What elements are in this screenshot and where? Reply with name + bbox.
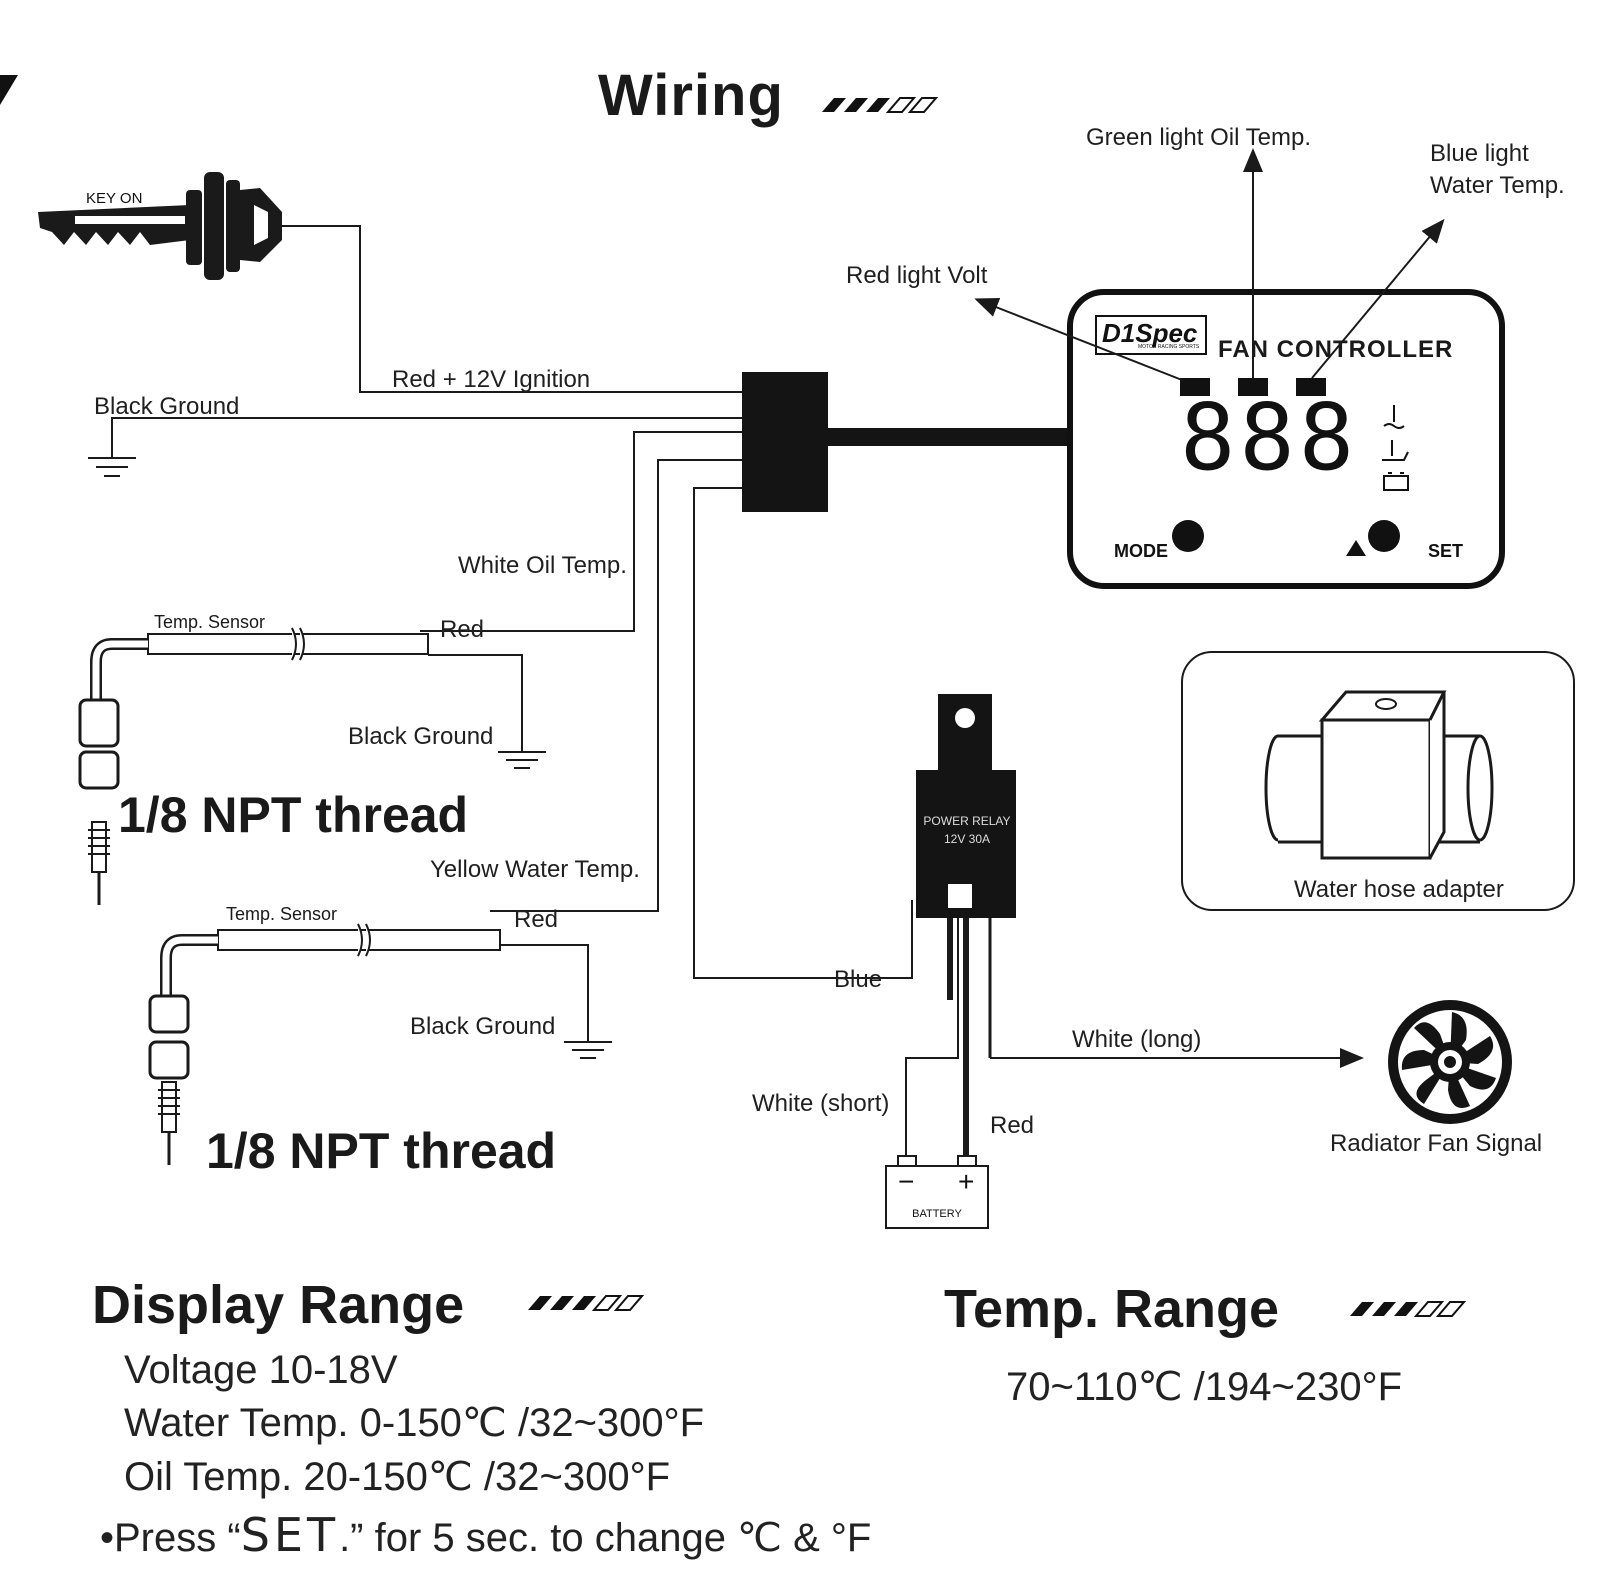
main-wires [88, 225, 913, 979]
battery-minus: − [898, 1166, 915, 1197]
battery-label: BATTERY [912, 1208, 962, 1220]
power-relay [916, 694, 1016, 918]
display-range-heading: Display Range [92, 1275, 465, 1335]
sensor1-label: Temp. Sensor [154, 612, 266, 632]
red-wire-label: Red [990, 1112, 1035, 1139]
relay-wires [905, 918, 1364, 1160]
up-triangle-icon [1346, 540, 1366, 556]
set-button[interactable] [1368, 520, 1400, 552]
sensor2-red-label: Red [514, 906, 559, 933]
display-range-stripes [528, 1295, 645, 1311]
page-title: Wiring [598, 63, 784, 128]
indicator-arrows [974, 148, 1445, 381]
red-light-volt-label: Red light Volt [846, 262, 988, 289]
radiator-fan-icon [1388, 1000, 1512, 1124]
oil-temp-wire-label: White Oil Temp. [458, 552, 627, 579]
water-temp-icon [1383, 405, 1405, 429]
white-short-wire-label: White (short) [752, 1090, 890, 1117]
fan-controller [1067, 289, 1505, 589]
water-temp-wire-label: Yellow Water Temp. [430, 856, 640, 883]
sensor2-ground-label: Black Ground [410, 1013, 556, 1040]
blue-light-label-1: Blue light [1430, 140, 1529, 167]
temp-range-heading: Temp. Range [944, 1279, 1280, 1339]
brand-tagline: MOTOR RACING SPORTS [1138, 344, 1200, 350]
battery-icon [885, 1155, 989, 1229]
sensor1-ground-wire [428, 654, 546, 769]
corner-fragment [0, 75, 18, 105]
seven-segment-display: 888 [1180, 384, 1359, 491]
temp-sensor-1 [78, 627, 429, 905]
display-range-oil: Oil Temp. 20-150℃ /32~300°F [124, 1455, 671, 1499]
set-label: SET [1428, 541, 1464, 561]
mode-label: MODE [1114, 541, 1168, 561]
temp-range-stripes [1350, 1301, 1467, 1317]
mode-button[interactable] [1172, 520, 1204, 552]
sensor2-thread-label: 1/8 NPT thread [206, 1123, 557, 1179]
sensor2-ground-wire [500, 944, 612, 1059]
harness-connector [742, 372, 828, 512]
brand-logo: D1Spec [1102, 318, 1198, 348]
sensor1-thread-label: 1/8 NPT thread [118, 787, 469, 843]
key-on-label: KEY ON [84, 190, 145, 207]
ground-wire-label: Black Ground [94, 393, 240, 420]
sensor2-label: Temp. Sensor [226, 904, 338, 924]
white-long-wire-label: White (long) [1072, 1026, 1202, 1053]
temp-sensor-2 [148, 923, 501, 1165]
relay-label-1: POWER RELAY [923, 814, 1011, 828]
controller-name: FAN CONTROLLER [1218, 336, 1454, 363]
battery-plus: + [958, 1166, 975, 1197]
radiator-fan-label: Radiator Fan Signal [1330, 1130, 1543, 1157]
sensor1-red-label: Red [440, 616, 485, 643]
battery-small-icon [1383, 472, 1409, 491]
relay-label-2: 12V 30A [943, 832, 991, 846]
temp-range-value: 70~110℃ /194~230°F [1006, 1365, 1403, 1409]
water-hose-adapter [1181, 651, 1575, 911]
blue-light-label-2: Water Temp. [1430, 172, 1565, 199]
display-range-voltage: Voltage 10-18V [124, 1348, 398, 1392]
wiring-stripes [822, 97, 939, 113]
ignition-wire-label: Red + 12V Ignition [392, 366, 591, 393]
display-range-water: Water Temp. 0-150℃ /32~300°F [124, 1401, 705, 1445]
sensor1-ground-label: Black Ground [348, 723, 494, 750]
display-range-press-note: •Press “SET.” for 5 sec. to change ℃ & °… [100, 1508, 872, 1562]
blue-wire-label: Blue [834, 966, 883, 993]
oil-temp-icon [1382, 440, 1409, 461]
water-hose-adapter-label: Water hose adapter [1294, 876, 1504, 903]
green-light-oil-label: Green light Oil Temp. [1086, 124, 1311, 151]
key-icon [38, 172, 282, 280]
controller-cable [828, 428, 1070, 446]
